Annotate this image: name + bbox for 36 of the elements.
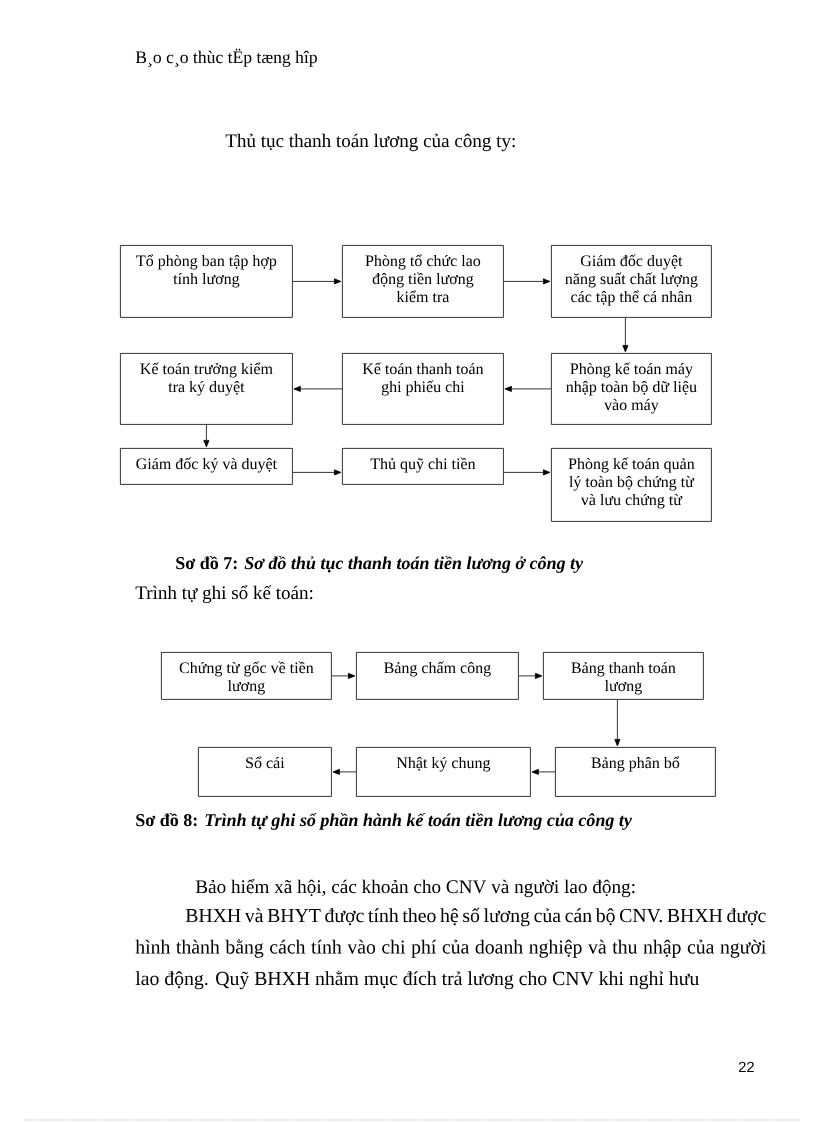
section-heading: Bảo hiểm xã hội, các khoản cho CNV và người lao động: — [195, 879, 635, 898]
section-heading: Thủ tục thanh toán lương của công ty: — [225, 133, 515, 152]
process-box: Giám đốc duyệt năng suất chất lượng các tập thể cá nhân — [551, 245, 712, 318]
page-number: 22 — [739, 1061, 754, 1072]
process-box: Giám đốc ký và duyệt — [120, 448, 293, 485]
process-box: Nhật ký chung — [356, 747, 531, 797]
process-box: Tổ phòng ban tập hợp tính lương — [120, 245, 293, 318]
arrow — [504, 385, 552, 392]
process-box: Sổ cái — [198, 747, 332, 797]
running-header: B¸o c¸o thùc tËp tæng hîp — [135, 48, 317, 67]
figure-caption: Sơ đồ 7: Sơ đồ thủ tục thanh toán tiền lương ở công ty — [176, 555, 584, 573]
figure-caption: Sơ đồ 8: Trình tự ghi sổ phần hành kế toán tiền lương của công ty — [136, 812, 632, 830]
process-box: Bảng phân bổ — [555, 747, 716, 797]
arrow — [531, 768, 556, 775]
arrow — [203, 424, 210, 448]
arrow — [622, 317, 629, 353]
process-box: Kế toán trưởng kiểm tra ký duyệt — [120, 353, 293, 425]
process-box: Phòng kế toán quản lý toàn bộ chứng từ và lưu chứng từ — [551, 448, 712, 522]
arrow — [503, 469, 551, 476]
arrow — [503, 278, 551, 285]
arrow — [518, 672, 543, 679]
arrow — [292, 278, 342, 285]
body-paragraph: BHXH và BHYT được tính theo hệ số lương của cán bộ CNV. BHXH được hình thành bằng cách tính vào chi phí của doanh nghiệp và thu nhập của người lao động. Quỹ BHXH nhằm mục đích trả lương cho CNV khi nghỉ hưu — [135, 907, 766, 990]
process-box: Chứng từ gốc về tiền lương — [161, 652, 332, 700]
process-box: Phòng kế toán máy nhập toàn bộ dữ liệu vào máy — [551, 353, 712, 425]
process-box: Thủ quỹ chi tiền — [342, 448, 504, 485]
arrow — [614, 699, 621, 747]
section-heading: Trình tự ghi sổ kế toán: — [135, 585, 313, 604]
arrow — [292, 469, 342, 476]
arrow — [332, 768, 357, 775]
arrow — [331, 672, 356, 679]
arrow — [293, 385, 343, 392]
process-box: Bảng chấm công — [356, 652, 519, 700]
process-box: Bảng thanh toán lương — [543, 652, 704, 700]
process-box: Kế toán thanh toán ghi phiếu chi — [342, 353, 504, 425]
process-box: Phòng tổ chức lao động tiền lương kiểm tra — [342, 245, 504, 318]
